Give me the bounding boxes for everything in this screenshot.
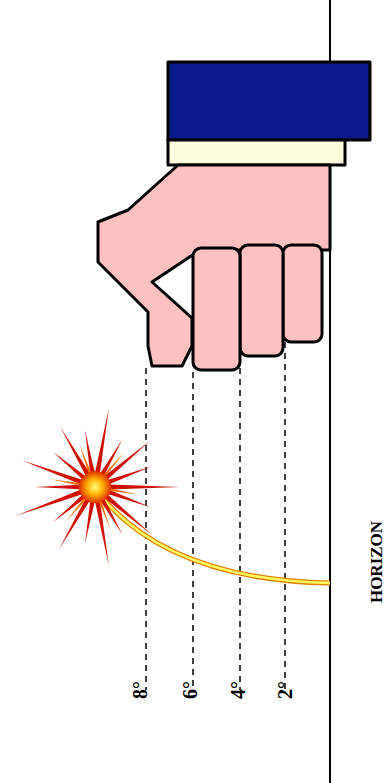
angle-label: 2°: [274, 681, 297, 699]
angle-label: 8°: [129, 681, 152, 699]
fist: [98, 62, 370, 370]
sleeve: [168, 62, 370, 140]
horizon-label: HORIZON: [367, 521, 387, 603]
finger: [240, 245, 283, 356]
cuff: [168, 140, 345, 165]
angle-guides: [146, 342, 285, 690]
firework-burst: [14, 408, 180, 567]
finger: [283, 245, 322, 342]
angle-label: 4°: [227, 681, 250, 699]
finger: [193, 248, 240, 370]
angle-label: 6°: [179, 681, 202, 699]
firework-trail-core: [100, 495, 330, 583]
firework-trail: [100, 495, 330, 583]
